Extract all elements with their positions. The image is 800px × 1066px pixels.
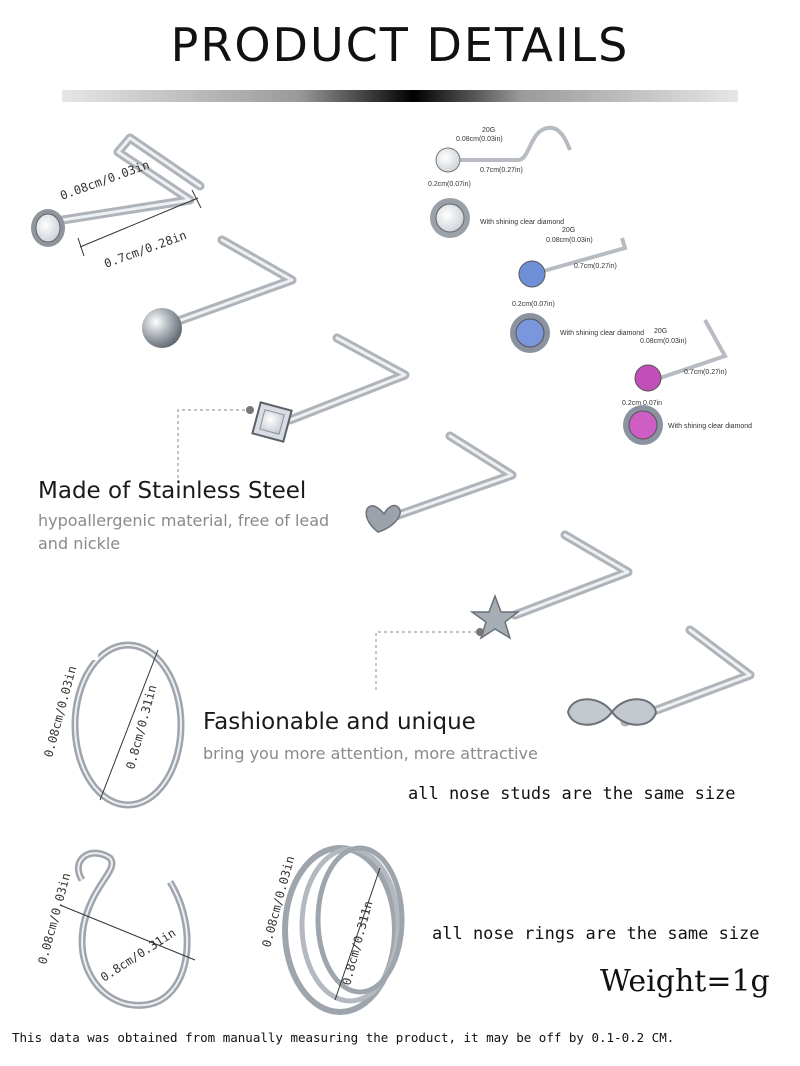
- spec1-caption: With shining clear diamond: [480, 219, 564, 226]
- stud-star: [469, 530, 633, 640]
- spec3-length: 0.7cm(0.27in): [684, 369, 727, 376]
- stud-gem: [31, 133, 205, 257]
- measurement-disclaimer: This data was obtained from manually mea…: [12, 1030, 675, 1045]
- title-gradient-divider: [62, 90, 738, 102]
- stud-square-gem: [251, 333, 410, 443]
- weight-label: Weight=1g: [600, 964, 770, 999]
- feature-subtitle-material-1: hypoallergenic material, free of lead: [38, 511, 330, 530]
- ring3-wire-label: 0.08cm/0.03in: [259, 854, 297, 948]
- spec-diagram-blue: [510, 237, 628, 353]
- feature-title-fashion: Fashionable and unique: [203, 709, 476, 735]
- studs-same-size-note: all nose studs are the same size: [408, 784, 736, 804]
- feature-title-material: Made of Stainless Steel: [38, 478, 307, 504]
- spec1-wire: 0.08cm(0.03in): [456, 136, 503, 143]
- spec3-wire: 0.08cm(0.03in): [640, 338, 687, 345]
- stud-heart: [365, 431, 517, 533]
- ring2-diameter-label: 0.8cm/0.31in: [98, 926, 178, 985]
- ring1-diameter-label: 0.8cm/0.31in: [123, 683, 159, 770]
- spec1-head: 0.2cm(0.07in): [428, 181, 471, 188]
- page-title: PRODUCT DETAILS: [170, 18, 630, 72]
- feature-subtitle-fashion: bring you more attention, more attractiv…: [203, 744, 538, 763]
- ring-loop: [59, 849, 196, 1009]
- spec2-gauge: 20G: [562, 227, 575, 234]
- ring-spiral: [282, 845, 405, 1015]
- spec1-length: 0.7cm(0.27in): [480, 167, 523, 174]
- stud-bend-diameter-label: 0.08cm/0.03in: [58, 158, 151, 203]
- spec2-head: 0.2cm(0.07in): [512, 301, 555, 308]
- rings-same-size-note: all nose rings are the same size: [432, 924, 760, 944]
- stud-infinity: [566, 625, 755, 727]
- spec2-length: 0.7cm(0.27in): [574, 263, 617, 270]
- spec-diagram-pink: [623, 319, 728, 445]
- spec3-caption: With shining clear diamond: [668, 423, 752, 430]
- feature-subtitle-material-2: and nickle: [38, 534, 121, 553]
- stud-ball: [142, 235, 297, 348]
- stud-length-label: 0.7cm/0.28in: [102, 228, 188, 271]
- spec2-wire: 0.08cm(0.03in): [546, 237, 593, 244]
- spec-diagram-clear: [430, 125, 572, 238]
- ring3-diameter-label: 0.8cm/0.311n: [339, 899, 375, 986]
- spec1-gauge: 20G: [482, 127, 495, 134]
- spec2-caption: With shining clear diamond: [560, 330, 644, 337]
- spec3-head: 0.2cm 0.07in: [622, 400, 662, 407]
- spec3-gauge: 20G: [654, 328, 667, 335]
- ring-hoop: [71, 641, 185, 809]
- ring2-wire-label: 0.08cm/0.03in: [35, 871, 73, 965]
